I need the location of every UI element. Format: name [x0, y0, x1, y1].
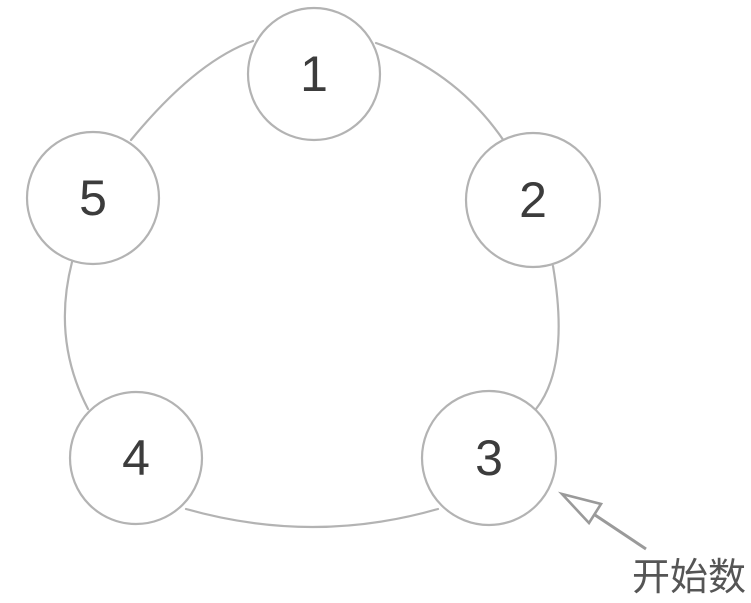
node-4[interactable]: 4: [68, 390, 204, 526]
start-annotation-label: 开始数: [632, 555, 746, 599]
link-5-to-1: [129, 39, 255, 142]
node-2-label: 2: [519, 172, 547, 228]
node-2[interactable]: 2: [464, 131, 602, 269]
node-1-circle[interactable]: [246, 6, 382, 142]
ring-nodes: 1 2 3 4 5: [25, 6, 602, 527]
node-4-circle[interactable]: [68, 390, 204, 526]
node-2-circle[interactable]: [464, 131, 602, 269]
node-1[interactable]: 1: [246, 6, 382, 142]
ring-links: [63, 39, 560, 529]
arrow-shaft: [588, 509, 647, 551]
node-5-label: 5: [79, 170, 107, 226]
link-3-to-4: [184, 507, 440, 529]
node-1-label: 1: [300, 46, 328, 102]
link-2-to-3: [534, 264, 560, 411]
node-3[interactable]: 3: [420, 389, 558, 527]
node-5[interactable]: 5: [25, 130, 161, 266]
node-3-label: 3: [475, 430, 503, 486]
node-3-circle[interactable]: [420, 389, 558, 527]
link-1-to-2: [374, 41, 506, 143]
start-annotation-arrow: [558, 491, 647, 551]
link-4-to-5: [63, 260, 90, 411]
arrow-head-icon: [558, 491, 604, 526]
node-4-label: 4: [122, 430, 150, 486]
node-5-circle[interactable]: [25, 130, 161, 266]
